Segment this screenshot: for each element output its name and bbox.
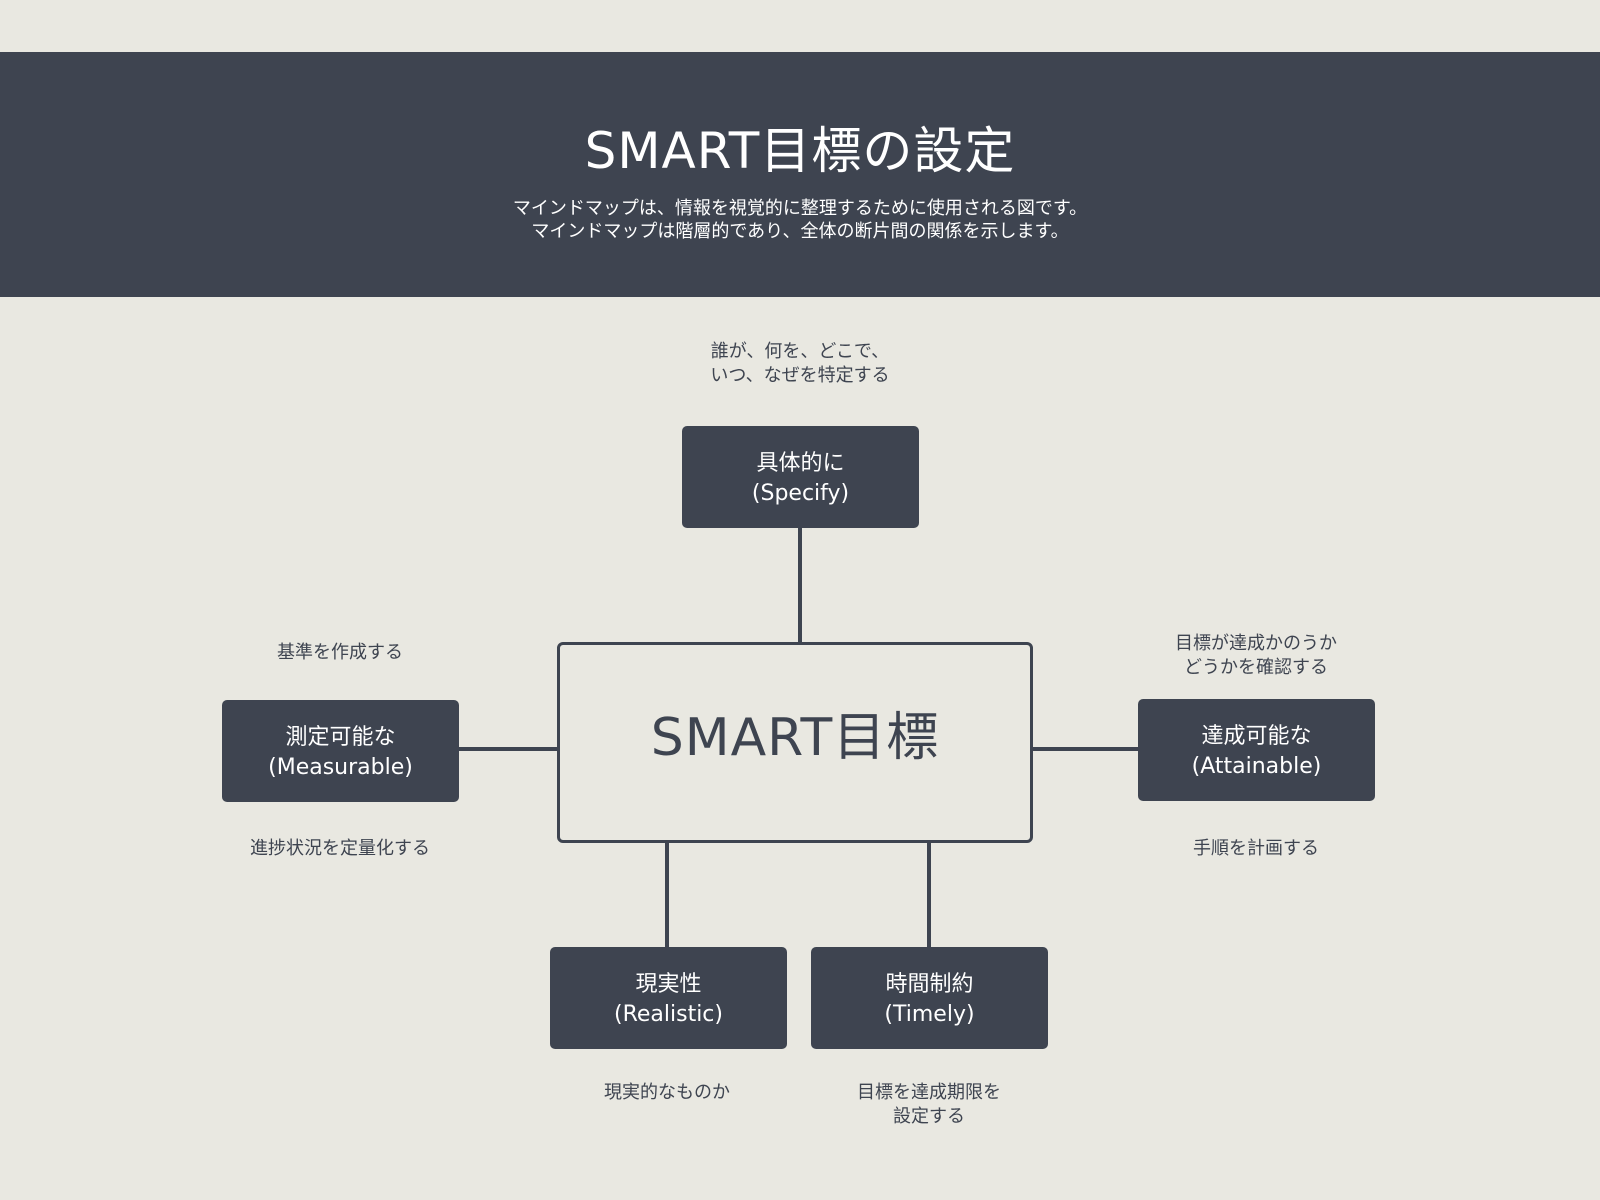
note-specify: 誰が、何を、どこで、 いつ、なぜを特定する bbox=[650, 340, 950, 388]
node-measurable-label-ja: 測定可能な bbox=[285, 725, 396, 750]
node-measurable-label-en: (Measurable) bbox=[268, 755, 413, 780]
node-attainable-label-en: (Attainable) bbox=[1191, 754, 1322, 779]
node-specify-label-ja: 具体的に bbox=[756, 451, 845, 476]
node-measurable: 測定可能な (Measurable) bbox=[222, 700, 459, 802]
note-attainable-line-1: 目標が達成かのうか bbox=[1175, 633, 1337, 654]
center-node-label: SMART目標 bbox=[650, 707, 940, 768]
note-attainable-below: 手順を計画する bbox=[1193, 838, 1319, 859]
node-specify: 具体的に (Specify) bbox=[682, 426, 919, 528]
node-attainable-label-ja: 達成可能な bbox=[1201, 724, 1312, 749]
connector-measurable bbox=[459, 747, 558, 751]
node-attainable: 達成可能な (Attainable) bbox=[1138, 699, 1375, 801]
note-measurable-below: 進捗状況を定量化する bbox=[250, 838, 430, 859]
subtitle-line-2: マインドマップは階層的であり、全体の断片間の関係を示します。 bbox=[531, 221, 1069, 242]
subtitle-line-1: マインドマップは、情報を視覚的に整理するために使用される図です。 bbox=[512, 198, 1088, 219]
note-timely-line-2: 設定する bbox=[893, 1106, 965, 1127]
connector-timely bbox=[927, 842, 931, 949]
node-realistic-label-ja: 現実性 bbox=[635, 972, 702, 997]
connector-specify bbox=[798, 527, 802, 643]
node-timely-label-en: (Timely) bbox=[884, 1002, 975, 1027]
note-specify-line-2: いつ、なぜを特定する bbox=[710, 365, 890, 386]
note-realistic: 現実的なものか bbox=[604, 1082, 730, 1103]
header-banner bbox=[0, 52, 1600, 297]
node-timely-label-ja: 時間制約 bbox=[885, 972, 974, 997]
note-attainable-line-2: どうかを確認する bbox=[1184, 657, 1328, 678]
node-timely: 時間制約 (Timely) bbox=[811, 947, 1048, 1049]
note-timely-line-1: 目標を達成期限を bbox=[857, 1082, 1001, 1103]
note-attainable-above: 目標が達成かのうか どうかを確認する bbox=[1106, 632, 1406, 680]
node-specify-label-en: (Specify) bbox=[751, 481, 850, 506]
connector-realistic bbox=[665, 842, 669, 949]
note-measurable-above: 基準を作成する bbox=[277, 642, 403, 663]
connector-attainable bbox=[1032, 747, 1139, 751]
page-title: SMART目標の設定 bbox=[584, 122, 1016, 180]
note-timely: 目標を達成期限を 設定する bbox=[779, 1081, 1079, 1129]
node-realistic-label-en: (Realistic) bbox=[613, 1002, 723, 1027]
note-specify-line-1: 誰が、何を、どこで、 bbox=[710, 341, 890, 362]
center-node: SMART目標 bbox=[557, 642, 1033, 843]
node-realistic: 現実性 (Realistic) bbox=[550, 947, 787, 1049]
